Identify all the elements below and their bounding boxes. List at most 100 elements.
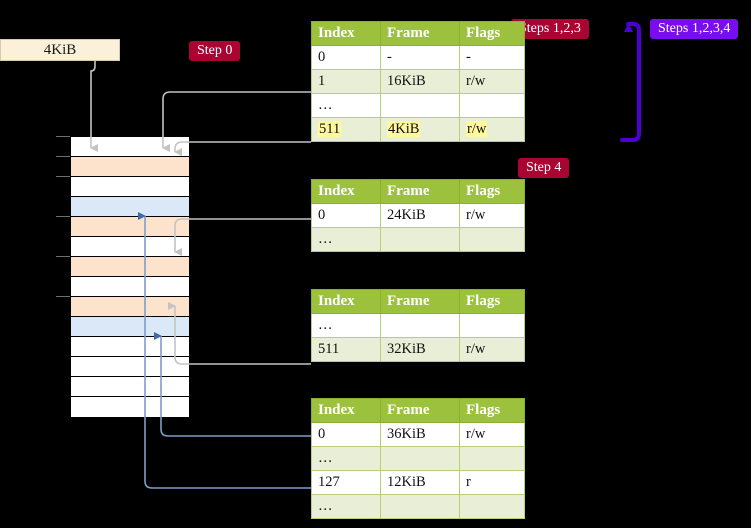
cell-index: 0 bbox=[311, 203, 381, 228]
cell-index: 127 bbox=[311, 470, 381, 495]
badge-steps-123: Steps 1,2,3 bbox=[511, 19, 589, 40]
column-header-index: Index bbox=[311, 398, 381, 423]
badge-step-4-label: Step 4 bbox=[526, 160, 562, 175]
cell-index: 1 bbox=[311, 69, 381, 94]
cell-flags: r/w bbox=[459, 422, 525, 447]
column-header-flags: Flags bbox=[459, 179, 525, 204]
cell-index: 0 bbox=[311, 45, 381, 70]
cell-highlight: 511 bbox=[318, 121, 342, 137]
cell-frame bbox=[380, 446, 460, 471]
cell-flags: r/w bbox=[459, 337, 525, 362]
cell-flags: r/w bbox=[459, 117, 525, 142]
memory-frame-row bbox=[71, 157, 189, 177]
column-header-flags: Flags bbox=[459, 289, 525, 314]
table-header-row: Index Frame Flags bbox=[311, 289, 525, 314]
badge-step-0: Step 0 bbox=[189, 41, 241, 62]
memory-tick bbox=[56, 176, 70, 177]
memory-tick bbox=[56, 216, 70, 217]
cell-flags: - bbox=[459, 45, 525, 70]
memory-frame-row bbox=[71, 337, 189, 357]
cell-highlight: r/w bbox=[466, 121, 488, 137]
cell-index: … bbox=[311, 227, 381, 252]
memory-tick bbox=[56, 136, 70, 137]
cell-frame bbox=[380, 494, 460, 519]
memory-frame-row bbox=[71, 297, 189, 317]
memory-frame-row bbox=[71, 397, 189, 417]
frame-size-text: 4KiB bbox=[43, 41, 77, 58]
wire-4kib-to-memory bbox=[90, 61, 98, 152]
cell-flags: r/w bbox=[459, 69, 525, 94]
cell-index: 511 bbox=[311, 117, 381, 142]
badge-steps-1234-label: Steps 1,2,3,4 bbox=[658, 21, 731, 36]
memory-tick bbox=[56, 256, 70, 257]
badge-steps-1234: Steps 1,2,3,4 bbox=[650, 19, 739, 40]
cell-highlight: 4KiB bbox=[387, 121, 421, 137]
cell-index: … bbox=[311, 313, 381, 338]
badge-steps-123-label: Steps 1,2,3 bbox=[519, 21, 581, 36]
table-row: … bbox=[311, 93, 525, 118]
cell-frame: 32KiB bbox=[380, 337, 460, 362]
memory-frame-row bbox=[71, 217, 189, 237]
table-row: … bbox=[311, 227, 525, 252]
table-row: … bbox=[311, 446, 525, 471]
frame-size-label: 4KiB bbox=[0, 39, 120, 61]
cell-frame: 4KiB bbox=[380, 117, 460, 142]
cell-index: … bbox=[311, 494, 381, 519]
column-header-frame: Frame bbox=[380, 289, 460, 314]
memory-frame-row bbox=[71, 357, 189, 377]
cell-index: 0 bbox=[311, 422, 381, 447]
memory-frame-row bbox=[71, 277, 189, 297]
table-header-row: Index Frame Flags bbox=[311, 398, 525, 423]
table-row: … bbox=[311, 313, 525, 338]
column-header-frame: Frame bbox=[380, 179, 460, 204]
memory-frame-row bbox=[71, 317, 189, 337]
cell-frame bbox=[380, 313, 460, 338]
memory-frame-row bbox=[71, 237, 189, 257]
memory-tick bbox=[56, 156, 70, 157]
cell-flags bbox=[459, 313, 525, 338]
wire-level2-row511 bbox=[168, 302, 311, 365]
memory-frame-row bbox=[71, 177, 189, 197]
table-row: 0-- bbox=[311, 45, 525, 70]
badge-step-0-label: Step 0 bbox=[197, 43, 233, 58]
cell-frame: - bbox=[380, 45, 460, 70]
wire-level0-row511 bbox=[174, 141, 311, 156]
cell-flags: r/w bbox=[459, 203, 525, 228]
column-header-index: Index bbox=[311, 21, 381, 46]
memory-frame-row bbox=[71, 197, 189, 217]
memory-frame-row bbox=[71, 377, 189, 397]
table-row: … bbox=[311, 494, 525, 519]
cell-flags bbox=[459, 446, 525, 471]
table-header-row: Index Frame Flags bbox=[311, 21, 525, 46]
cell-frame bbox=[380, 93, 460, 118]
cell-frame: 36KiB bbox=[380, 422, 460, 447]
column-header-flags: Flags bbox=[459, 398, 525, 423]
cell-index: … bbox=[311, 446, 381, 471]
wire-level1-row0 bbox=[174, 218, 311, 256]
column-header-flags: Flags bbox=[459, 21, 525, 46]
table-header-row: Index Frame Flags bbox=[311, 179, 525, 204]
cell-frame: 16KiB bbox=[380, 69, 460, 94]
table-row: 511 4KiB r/w bbox=[311, 117, 525, 142]
cell-flags: r bbox=[459, 470, 525, 495]
physical-memory-block bbox=[70, 136, 190, 417]
cell-frame: 24KiB bbox=[380, 203, 460, 228]
column-header-index: Index bbox=[311, 289, 381, 314]
cell-index: … bbox=[311, 93, 381, 118]
cell-frame: 12KiB bbox=[380, 470, 460, 495]
column-header-frame: Frame bbox=[380, 398, 460, 423]
cell-flags bbox=[459, 494, 525, 519]
column-header-index: Index bbox=[311, 179, 381, 204]
